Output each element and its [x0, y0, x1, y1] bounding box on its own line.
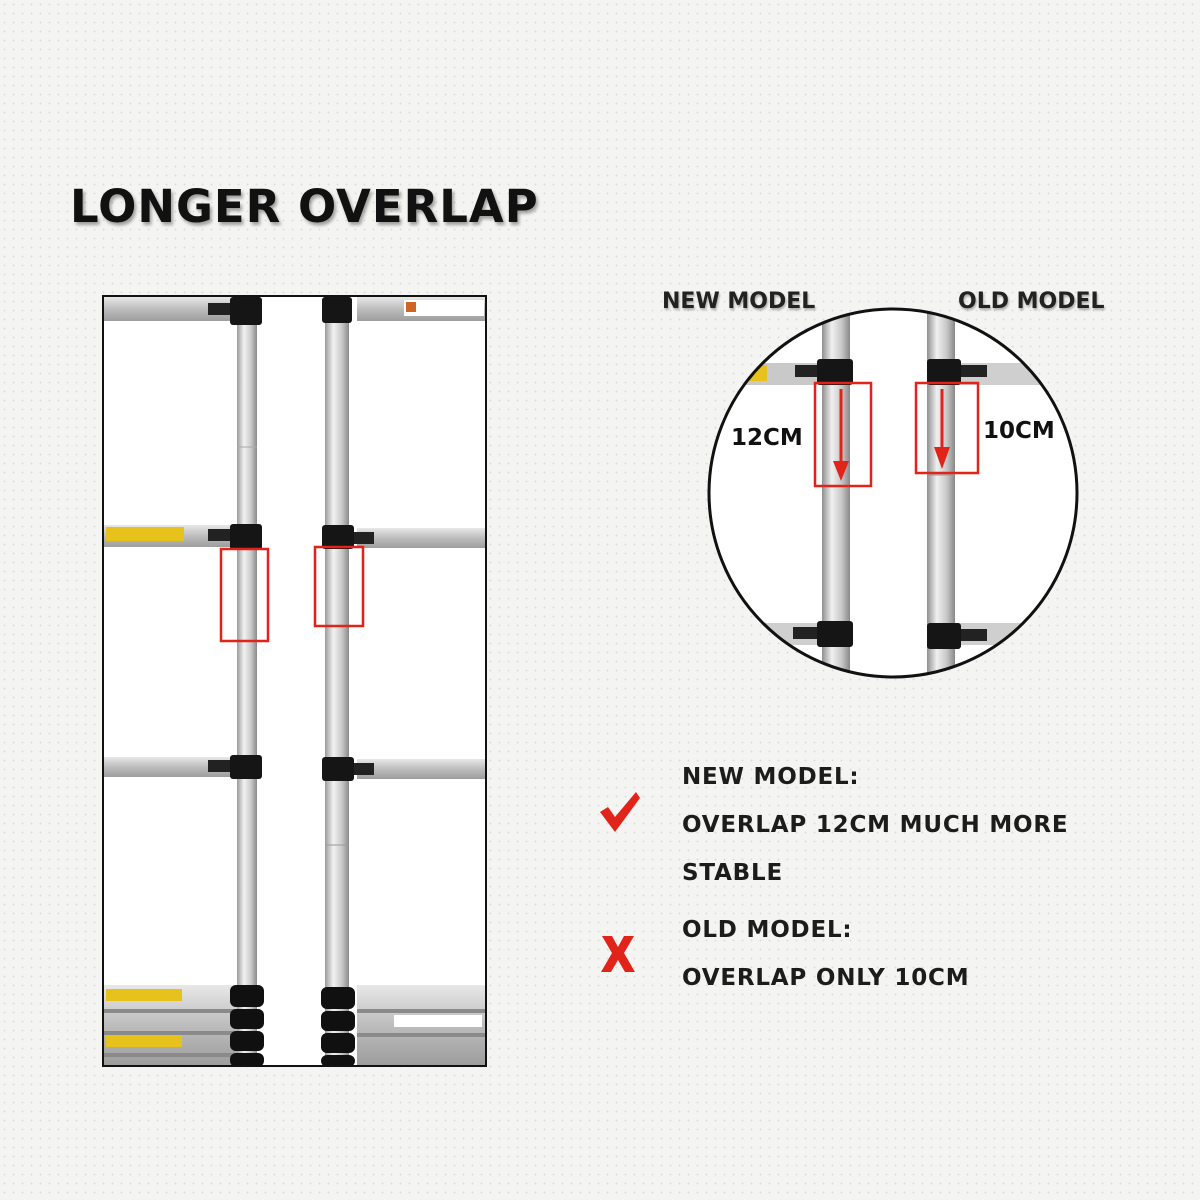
new-model-overlap-box — [813, 381, 873, 488]
new-model-note-title: NEW MODEL: — [682, 764, 860, 790]
new-model-note-line: OVERLAP 12CM MUCH MORE — [682, 812, 1069, 838]
ladder-illustration — [104, 297, 485, 1065]
old-model-heading: OLD MODEL — [958, 289, 1105, 314]
page-title: LONGER OVERLAP — [70, 180, 539, 233]
overlap-detail-circle — [705, 305, 1081, 681]
overlap-highlight-new — [219, 547, 270, 643]
old-model-note-title: OLD MODEL: — [682, 917, 853, 943]
old-model-note-line: OVERLAP ONLY 10CM — [682, 965, 970, 991]
ladder-comparison-photo — [102, 295, 487, 1067]
new-measure-label: 12CM — [731, 425, 803, 451]
overlap-highlight-old — [313, 545, 365, 628]
old-measure-label: 10CM — [983, 418, 1055, 444]
new-model-heading: NEW MODEL — [662, 289, 816, 314]
new-model-note-line: STABLE — [682, 860, 783, 886]
red-check-icon — [600, 792, 640, 832]
red-cross-icon — [601, 936, 635, 972]
old-model-overlap-box — [914, 381, 980, 475]
